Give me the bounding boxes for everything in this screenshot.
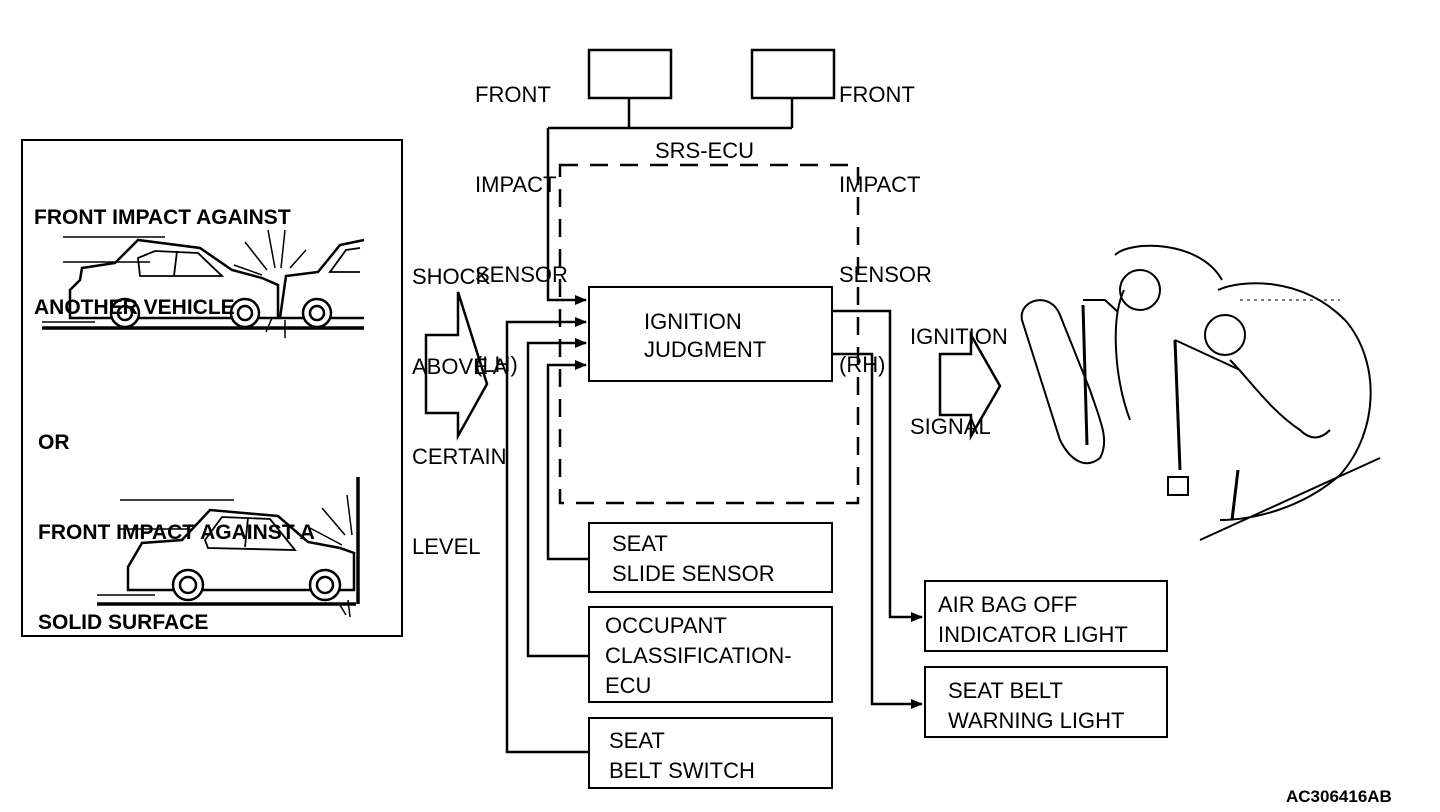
seat-belt-switch-wire (505, 317, 588, 754)
seat-slide-sensor-line: SLIDE SENSOR (612, 561, 775, 586)
front-impact-sensor-lh-label: FRONT IMPACT SENSOR (LH) (475, 20, 568, 410)
occupant-classification-ecu-box: OCCUPANT CLASSIFICATION- ECU (588, 606, 833, 703)
shock-arrow-icon (424, 291, 489, 441)
seat-belt-switch-box: SEAT BELT SWITCH (588, 717, 833, 789)
seat-belt-switch-line: SEAT (609, 728, 665, 753)
ignition-signal-line: SIGNAL (910, 414, 991, 439)
srs-ecu-label: SRS-ECU (655, 138, 755, 163)
sensor-lh-line: FRONT (475, 82, 551, 107)
scenario-heading-solid-line2: SOLID SURFACE (38, 611, 209, 634)
seat-slide-sensor-wire (546, 360, 588, 561)
srs-ecu-boundary (558, 163, 860, 505)
car-collision-illustration (42, 229, 365, 338)
scenario-heading-solid: OR FRONT IMPACT AGAINST A SOLID SURFACE (38, 368, 315, 668)
ignition-judgment-box: IGNITION JUDGMENT (588, 286, 833, 382)
sensor-bus-wire (546, 98, 794, 305)
figure-code: AC306416AB (1286, 787, 1392, 806)
ignition-judgment-line1: IGNITION (644, 309, 742, 334)
airbag-off-indicator-line: INDICATOR LIGHT (938, 622, 1128, 647)
shock-label-line: SHOCK (412, 264, 491, 289)
scenario-heading-vehicle: FRONT IMPACT AGAINST ANOTHER VEHICLE (34, 143, 291, 353)
sensor-rh-line: SENSOR (839, 262, 932, 287)
sensor-lh-line: SENSOR (475, 262, 568, 287)
shock-label-line: ABOVE A (412, 354, 508, 379)
car-wall-impact-illustration (97, 477, 360, 618)
scenario-heading-solid-line1: FRONT IMPACT AGAINST A (38, 521, 315, 544)
front-impact-sensor-lh-box (587, 48, 673, 100)
seat-slide-sensor-box: SEAT SLIDE SENSOR (588, 522, 833, 593)
shock-label-line: LEVEL (412, 534, 481, 559)
front-impact-sensor-rh-label: FRONT IMPACT SENSOR (RH) (839, 20, 932, 410)
ignition-signal-arrow-icon (938, 330, 1002, 441)
front-impact-sensor-rh-box (750, 48, 836, 100)
shock-label: SHOCK ABOVE A CERTAIN LEVEL (412, 202, 507, 592)
scenario-panel-border (21, 139, 403, 637)
ignition-signal-label: IGNITION SIGNAL (910, 262, 1008, 472)
ignition-signal-line: IGNITION (910, 324, 1008, 349)
sensor-lh-line: IMPACT (475, 172, 557, 197)
airbag-off-indicator-wire (832, 309, 923, 622)
occupant-classification-line: CLASSIFICATION- (605, 643, 792, 668)
seatbelt-warning-wire (832, 352, 923, 709)
seatbelt-warning-line: WARNING LIGHT (948, 708, 1125, 733)
airbag-off-indicator-line: AIR BAG OFF (938, 592, 1078, 617)
occupant-classification-line: ECU (605, 673, 652, 698)
seatbelt-warning-line: SEAT BELT (948, 678, 1063, 703)
scenario-heading-vehicle-line2: ANOTHER VEHICLE (34, 296, 235, 319)
airbag-off-indicator-box: AIR BAG OFF INDICATOR LIGHT (924, 580, 1168, 652)
airbag-deployment-illustration (1020, 244, 1381, 541)
sensor-rh-line: (RH) (839, 352, 886, 377)
scenario-heading-vehicle-line1: FRONT IMPACT AGAINST (34, 206, 291, 229)
seat-belt-switch-line: BELT SWITCH (609, 758, 755, 783)
sensor-rh-line: FRONT (839, 82, 915, 107)
or-label: OR (38, 431, 70, 454)
shock-label-line: CERTAIN (412, 444, 507, 469)
seatbelt-warning-light-box: SEAT BELT WARNING LIGHT (924, 666, 1168, 738)
occupant-classification-wire (526, 338, 588, 658)
sensor-lh-line: (LH) (475, 352, 518, 377)
ignition-judgment-line2: JUDGMENT (644, 337, 767, 362)
seat-slide-sensor-line: SEAT (612, 531, 668, 556)
occupant-classification-line: OCCUPANT (605, 613, 727, 638)
sensor-rh-line: IMPACT (839, 172, 921, 197)
